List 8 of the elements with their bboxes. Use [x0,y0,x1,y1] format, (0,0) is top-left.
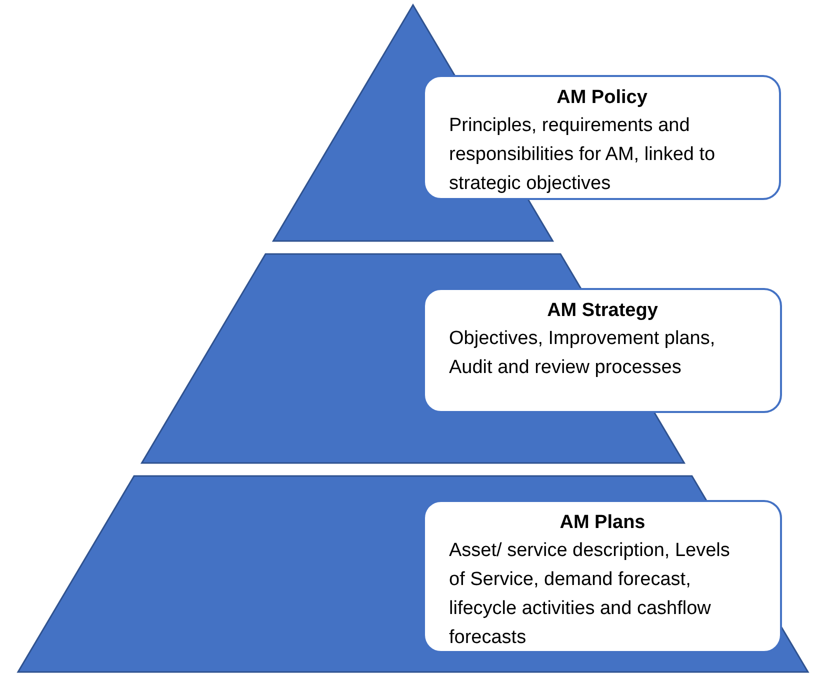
box-title: AM Policy [556,86,648,110]
box-description: Principles, requirements and responsibilities for AM, linked to strategic objectives [448,114,716,196]
box-title: AM Strategy [546,299,659,323]
text-box [423,75,781,200]
box-description: Asset/ service description, Levels of Service, demand forecast, lifecycle activities and cashflow forecasts [448,539,731,650]
text-box [423,288,782,413]
box-description: Objectives, Improvement plans, Audit and review processes [448,327,716,380]
box-title: AM Plans [558,511,646,535]
